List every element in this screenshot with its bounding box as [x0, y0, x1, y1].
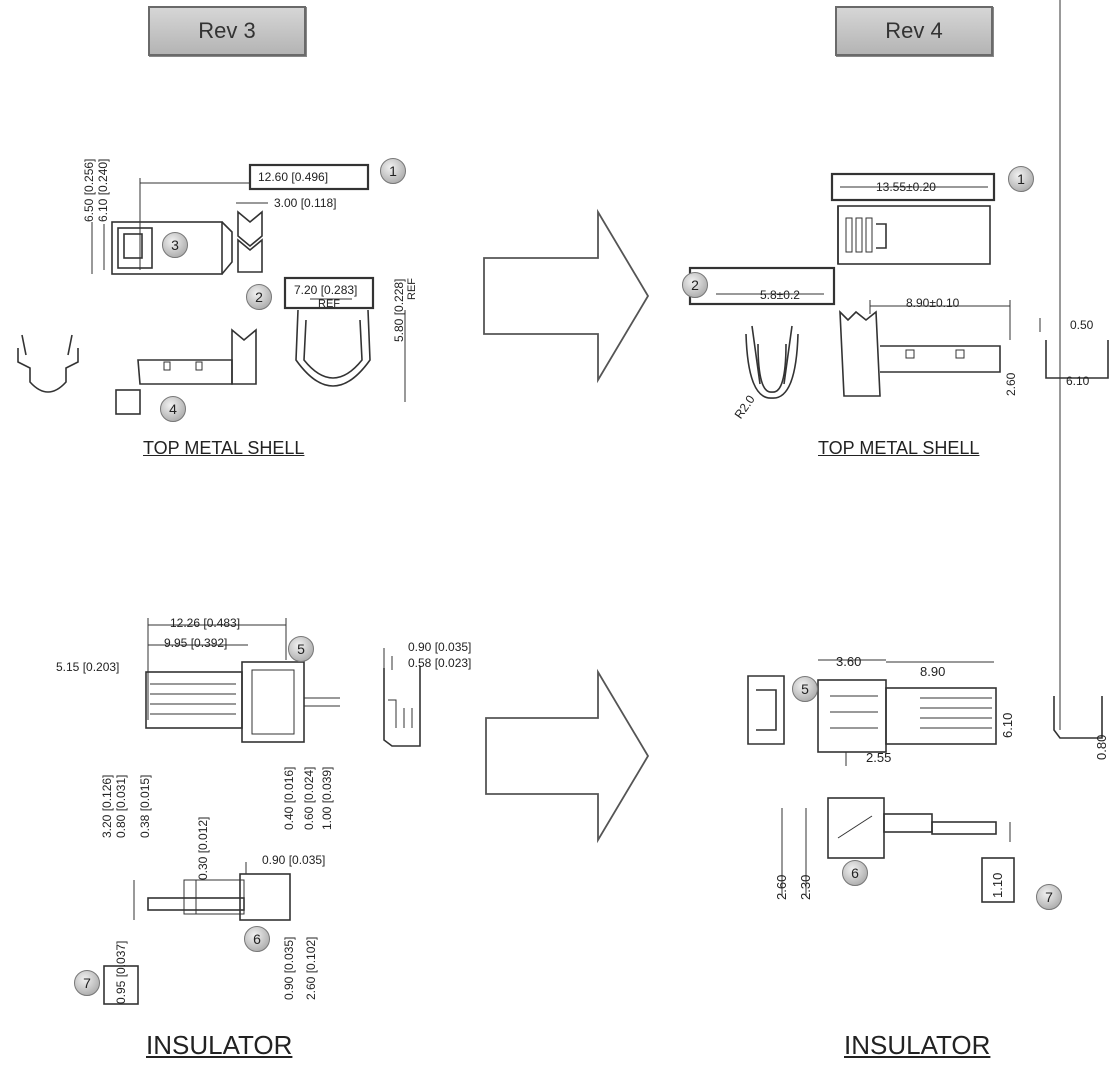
rev3-insulator-title: INSULATOR	[146, 1030, 293, 1060]
rev4-callout-5: 5	[792, 676, 818, 702]
rev3-dim-height-inner: 6.10 [0.240]	[96, 158, 110, 222]
rev4-top-metal-shell-title: TOP METAL SHELL	[818, 438, 980, 458]
rev3-ins-dim-slot-c: 1.00 [0.039]	[320, 766, 334, 830]
rev4-dim-width: 5.8±0.2	[760, 288, 800, 302]
rev3-ins-dim-overall: 12.26 [0.483]	[170, 616, 241, 630]
rev3-dim-height-outer: 6.50 [0.256]	[82, 158, 96, 222]
rev4-label: Rev 4	[835, 6, 993, 56]
rev4-insulator-drawing	[747, 0, 1103, 903]
rev3-ins-dim-side-h1: 0.90 [0.035]	[282, 936, 296, 1000]
rev4-callout-6: 6	[842, 860, 868, 886]
rev3-dim-width: 7.20 [0.283]	[294, 283, 358, 297]
rev4-ins-dim-width: 6.10	[1000, 712, 1015, 738]
rev4-dim-flat-length: 8.90±0.10	[906, 296, 960, 310]
rev4-callout-1: 1	[1008, 166, 1034, 192]
change-arrow-bottom	[485, 668, 650, 844]
rev3-ins-dim-side-top: 0.90 [0.035]	[262, 853, 326, 867]
rev3-dim-width-ref: REF	[318, 298, 340, 310]
rev3-ins-dim-height: 3.20 [0.126]	[100, 774, 114, 838]
rev3-top-metal-shell-title: TOP METAL SHELL	[143, 438, 305, 458]
rev3-ins-dim-side-h2: 2.60 [0.102]	[304, 936, 318, 1000]
rev3-ins-dim-front: 5.15 [0.203]	[56, 660, 120, 674]
rev3-callout-2: 2	[246, 284, 272, 310]
rev3-dim-depth-ref: REF	[406, 278, 418, 300]
rev3-callout-5: 5	[288, 636, 314, 662]
rev4-callout-2: 2	[682, 272, 708, 298]
rev3-ins-dim-end-inner: 0.58 [0.023]	[408, 656, 472, 670]
rev3-shell-drawing	[17, 163, 406, 415]
rev4-ins-dim-side-h1: 2.60	[774, 874, 789, 900]
rev4-ins-dim-square: 1.10	[990, 872, 1005, 898]
rev4-ins-dim-end: 0.80	[1094, 734, 1109, 760]
rev3-ins-dim-slot-a: 0.40 [0.016]	[282, 766, 296, 830]
rev4-ins-dim-body: 8.90	[920, 664, 946, 679]
rev3-ins-dim-body: 9.95 [0.392]	[164, 636, 228, 650]
rev4-callout-7: 7	[1036, 884, 1062, 910]
rev3-callout-1: 1	[380, 158, 406, 184]
rev3-label: Rev 3	[148, 6, 306, 56]
rev3-callout-7: 7	[74, 970, 100, 996]
rev3-ins-dim-slot-b: 0.60 [0.024]	[302, 766, 316, 830]
rev3-callout-3: 3	[162, 232, 188, 258]
rev4-shell-drawing	[688, 172, 1109, 399]
rev3-ins-dim-end-outer: 0.90 [0.035]	[408, 640, 472, 654]
rev4-dim-height: 2.60	[1004, 372, 1018, 396]
change-arrow-top	[483, 208, 650, 384]
rev4-insulator-title: INSULATOR	[844, 1030, 991, 1060]
rev4-dim-side-width: 6.10	[1066, 374, 1090, 388]
rev3-dim-depth: 5.80 [0.228]	[392, 278, 406, 342]
rev3-ins-dim-square: 0.95 [0.037]	[114, 940, 128, 1004]
rev3-callout-4: 4	[160, 396, 186, 422]
rev3-ins-dim-pitch: 0.80 [0.031]	[114, 774, 128, 838]
rev4-dim-thickness: 0.50	[1070, 318, 1094, 332]
rev3-ins-dim-pin-width: 0.38 [0.015]	[138, 774, 152, 838]
rev3-ins-dim-side-thin: 0.30 [0.012]	[196, 816, 210, 880]
rev4-ins-dim-offset: 2.55	[866, 750, 892, 765]
rev4-dim-length: 13.55±0.20	[876, 180, 936, 194]
rev4-ins-dim-front: 3.60	[836, 654, 862, 669]
rev4-ins-dim-side-h2: 2.30	[798, 874, 813, 900]
rev3-insulator-drawing	[103, 618, 421, 1005]
rev3-dim-gap: 3.00 [0.118]	[274, 196, 337, 210]
rev3-callout-6: 6	[244, 926, 270, 952]
rev3-dim-length: 12.60 [0.496]	[258, 170, 329, 184]
